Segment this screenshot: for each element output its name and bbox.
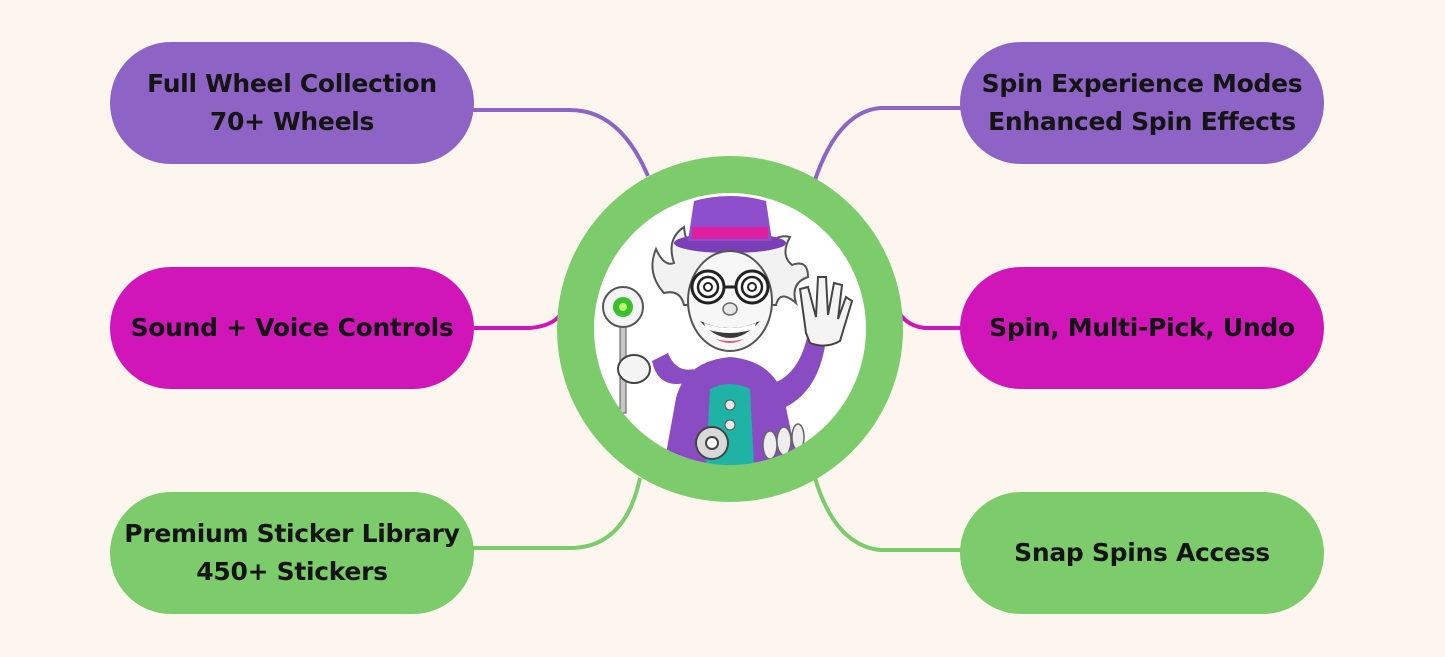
connector-middle-left [472,313,562,330]
node-snap-spins-access: Snap Spins Access [960,492,1324,614]
node-label-line2: 70+ Wheels [209,107,375,136]
node-label-line1: Spin Experience Modes [981,69,1303,98]
node-spin-experience-modes: Spin Experience Modes Enhanced Spin Effe… [960,42,1324,164]
node-label-line1: Snap Spins Access [1014,538,1270,567]
connector-top-right [813,106,962,181]
node-label-line2: 450+ Stickers [196,557,388,586]
node-label-line2: Enhanced Spin Effects [988,107,1296,136]
node-sound-voice-controls: Sound + Voice Controls [110,267,474,389]
node-full-wheel-collection: Full Wheel Collection 70+ Wheels [110,42,474,164]
hub-image-frame [594,193,866,465]
node-spin-multi-pick-undo: Spin, Multi-Pick, Undo [960,267,1324,389]
node-label-line1: Spin, Multi-Pick, Undo [989,313,1295,342]
connector-middle-right [898,312,962,330]
center-hub [557,156,903,502]
connector-bottom-right [813,477,962,552]
wizard-mascot-image [602,196,854,465]
connector-bottom-left [472,477,642,550]
node-label-line1: Premium Sticker Library [124,519,460,548]
node-label-line1: Sound + Voice Controls [130,313,454,342]
node-label-line1: Full Wheel Collection [147,69,437,98]
node-premium-sticker-library: Premium Sticker Library 450+ Stickers [110,492,474,614]
connector-top-left [472,108,650,177]
